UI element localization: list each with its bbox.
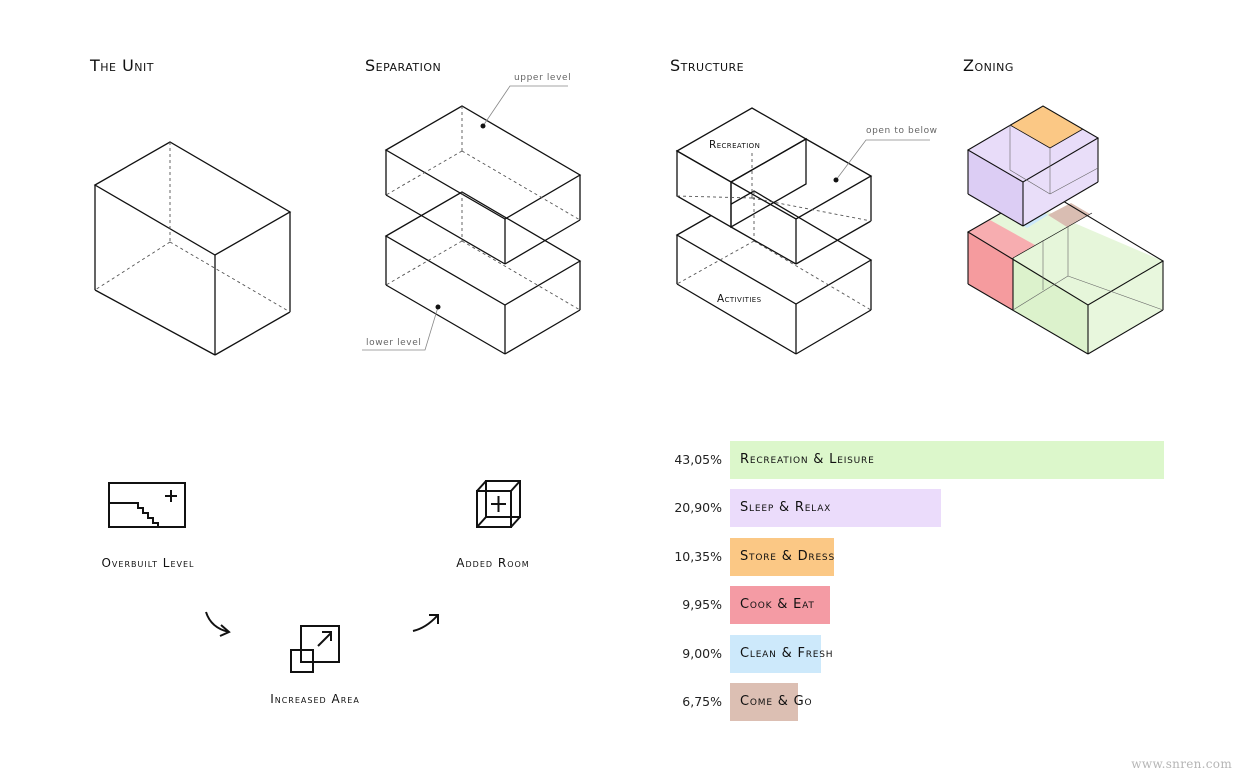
bar-row: 20,90% Sleep & Relax xyxy=(660,489,1180,528)
arrow-up-right-icon xyxy=(412,614,439,632)
watermark: www.snren.com xyxy=(1131,757,1232,771)
bar-label: Come & Go xyxy=(740,694,813,709)
increased-area-label: Increased Area xyxy=(270,692,360,706)
bar-label: Sleep & Relax xyxy=(740,500,832,516)
arrow-down-right-icon xyxy=(205,611,231,637)
bar xyxy=(730,586,831,625)
open-to-below-dot xyxy=(833,177,839,183)
bar-label: Store & Dress xyxy=(740,548,835,564)
bar-percent: 6,75% xyxy=(682,694,722,709)
title-structure: Structure xyxy=(670,56,745,75)
bar-percent: 9,95% xyxy=(682,597,722,613)
bar-label: Cook & Eat xyxy=(740,597,815,613)
bar xyxy=(730,683,799,721)
lower-level-leader xyxy=(362,306,439,351)
bar-row: 43,05% Recreation & Leisure xyxy=(660,441,1180,479)
unit-box xyxy=(93,141,292,356)
separation-lower-box xyxy=(384,191,582,355)
bar-percent: 43,05% xyxy=(674,452,722,467)
lower-level-dot xyxy=(435,304,441,310)
bar xyxy=(730,634,821,673)
lower-level-label: lower level xyxy=(366,338,421,348)
title-separation: Separation xyxy=(365,56,442,75)
bar-percent: 20,90% xyxy=(674,500,722,516)
bar-row: 9,00% Clean & Fresh xyxy=(660,634,1180,673)
upper-level-label: upper level xyxy=(514,73,571,83)
title-the-unit: The Unit xyxy=(90,56,154,75)
bar xyxy=(730,537,835,576)
activities-label: Activities xyxy=(717,293,762,305)
structure-recreation-box xyxy=(675,107,808,229)
added-room-label: Added Room xyxy=(456,556,530,570)
bar-percent: 10,35% xyxy=(674,548,722,564)
bar xyxy=(730,441,1164,479)
bar-row: 6,75% Come & Go xyxy=(660,683,1180,721)
bar-percent: 9,00% xyxy=(682,645,722,661)
open-to-below-label: open to below xyxy=(866,126,938,136)
upper-level-leader xyxy=(482,85,568,127)
overbuilt-level-icon xyxy=(108,482,186,528)
recreation-label: Recreation xyxy=(709,139,760,151)
bar-label: Recreation & Leisure xyxy=(740,452,875,467)
separation-upper-box xyxy=(384,105,582,265)
bar-row: 9,95% Cook & Eat xyxy=(660,586,1180,625)
zoning-diagram xyxy=(966,105,1165,355)
title-zoning: Zoning xyxy=(963,56,1014,75)
structure-open-box xyxy=(676,138,873,265)
added-room-icon xyxy=(476,480,521,528)
upper-level-dot xyxy=(480,123,486,129)
bar-row: 10,35% Store & Dress xyxy=(660,537,1180,576)
open-to-below-leader xyxy=(835,139,930,181)
increased-area-icon xyxy=(290,625,340,673)
overbuilt-level-label: Overbuilt Level xyxy=(101,556,195,570)
bar xyxy=(730,489,941,528)
bar-label: Clean & Fresh xyxy=(740,645,834,661)
